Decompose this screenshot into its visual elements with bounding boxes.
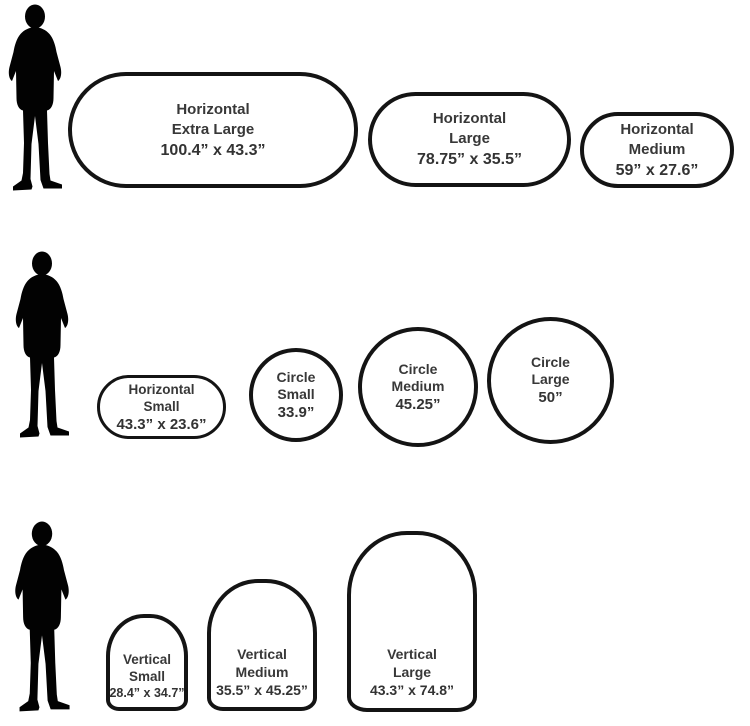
shape-dimensions: 45.25” (395, 395, 441, 413)
shape-name-line2: Medium (235, 664, 289, 680)
person-silhouette-icon (15, 251, 70, 438)
shape-name-line1: Vertical (237, 646, 287, 662)
shape-horizontal-large: Horizontal Large 78.75” x 35.5” (368, 92, 571, 187)
shape-name-line2: Large (449, 130, 490, 147)
shape-name-line1: Horizontal (432, 110, 507, 127)
shape-circle-large: Circle Large 50” (487, 317, 614, 444)
shape-circle-small: Circle Small 33.9” (249, 348, 343, 442)
shape-name-line2: Large (531, 371, 570, 387)
shape-name-line2: Extra Large (171, 120, 255, 138)
person-silhouette-icon (8, 4, 63, 191)
shape-name-line1: Circle (276, 368, 316, 385)
shape-dimensions: 33.9” (277, 403, 315, 421)
shape-dimensions: 78.75” x 35.5” (417, 151, 522, 168)
shape-dimensions: 28.4” x 34.7” (109, 686, 185, 700)
shape-horizontal-extra-large: Horizontal Extra Large 100.4” x 43.3” (68, 72, 358, 188)
shape-name-line1: Vertical (122, 652, 172, 667)
shape-name-line1: Circle (398, 360, 438, 377)
shape-dimensions: 35.5” x 45.25” (216, 682, 308, 698)
shape-horizontal-medium: Horizontal Medium 59” x 27.6” (580, 112, 734, 188)
shape-name-line2: Small (277, 385, 315, 402)
shape-horizontal-small: Horizontal Small 43.3” x 23.6” (97, 375, 226, 439)
shape-name-line1: Horizontal (176, 100, 250, 118)
shape-name-line2: Small (128, 669, 166, 684)
shape-dimensions: 100.4” x 43.3” (160, 141, 266, 159)
shape-circle-medium: Circle Medium 45.25” (358, 327, 478, 447)
shape-vertical-large: Vertical Large 43.3” x 74.8” (347, 531, 477, 712)
shape-name-line2: Small (143, 398, 180, 414)
shape-dimensions: 43.3” x 74.8” (369, 682, 455, 698)
shape-name-line1: Horizontal (620, 120, 694, 138)
shape-name-line1: Vertical (387, 646, 437, 662)
shape-vertical-small: Vertical Small 28.4” x 34.7” (106, 614, 188, 711)
shape-name-line1: Horizontal (128, 381, 195, 397)
shape-vertical-medium: Vertical Medium 35.5” x 45.25” (207, 579, 317, 711)
shape-name-line2: Medium (391, 377, 445, 394)
shape-dimensions: 50” (538, 389, 563, 406)
shape-name-line1: Circle (531, 354, 570, 370)
shape-dimensions: 59” x 27.6” (615, 161, 699, 179)
shape-name-line2: Large (392, 664, 432, 680)
shape-name-line2: Medium (628, 140, 686, 158)
shape-dimensions: 43.3” x 23.6” (116, 415, 207, 433)
person-silhouette-icon (15, 521, 70, 712)
